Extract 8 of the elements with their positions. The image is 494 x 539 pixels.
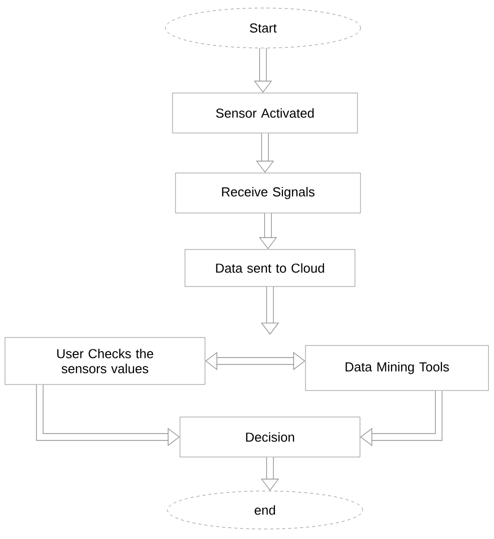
process-box: User Checks the sensors values (4, 337, 206, 385)
process-box: Receive Signals (175, 172, 361, 214)
process-box: Decision (180, 416, 360, 458)
process-box: Sensor Activated (172, 92, 358, 134)
arrow (205, 352, 306, 370)
process-box: Data Mining Tools (305, 345, 489, 391)
process-box: Data sent to Cloud (184, 249, 356, 287)
arrow (360, 390, 442, 446)
